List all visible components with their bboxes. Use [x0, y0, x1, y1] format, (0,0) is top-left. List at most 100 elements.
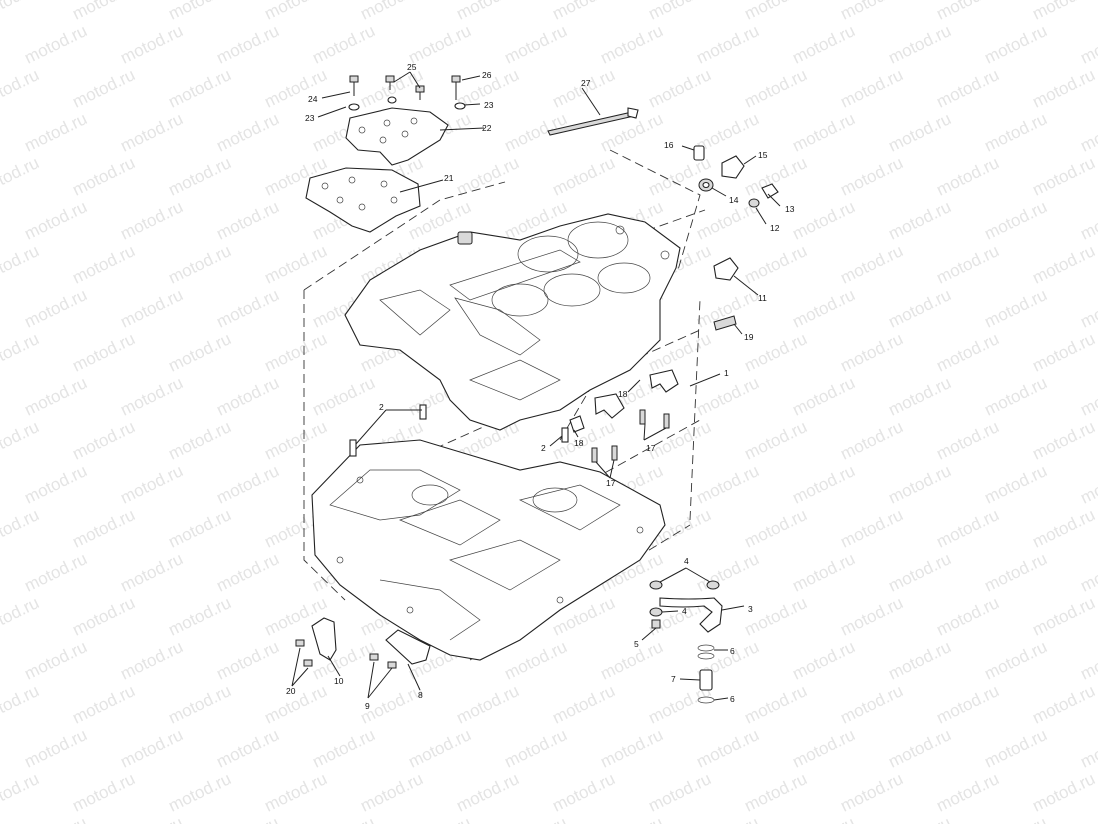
upper-crankcase — [344, 213, 681, 431]
watermark-text: motod.ru — [645, 769, 714, 815]
watermark-text: motod.ru — [21, 813, 90, 824]
watermark-text: motod.ru — [1029, 681, 1098, 727]
watermark-text: motod.ru — [885, 637, 954, 683]
watermark-text: motod.ru — [69, 505, 138, 551]
callout-7: 7 — [671, 674, 676, 684]
watermark-text: motod.ru — [885, 549, 954, 595]
watermark-text: motod.ru — [837, 417, 906, 463]
watermark-text: motod.ru — [1077, 549, 1098, 595]
callout-4-top: 4 — [684, 556, 689, 566]
watermark-text: motod.ru — [309, 725, 378, 771]
watermark-text: motod.ru — [693, 21, 762, 67]
watermark-text: motod.ru — [213, 109, 282, 155]
callout-26: 26 — [482, 70, 492, 80]
watermark-text: motod.ru — [981, 813, 1050, 824]
watermark-text: motod.ru — [213, 813, 282, 824]
watermark-text: motod.ru — [981, 373, 1050, 419]
callout-5: 5 — [634, 639, 639, 649]
watermark-text: motod.ru — [741, 241, 810, 287]
watermark-text: motod.ru — [453, 0, 522, 24]
watermark-text: motod.ru — [405, 813, 474, 824]
watermark-text: motod.ru — [1077, 197, 1098, 243]
watermark-text: motod.ru — [741, 681, 810, 727]
callout-11: 11 — [758, 293, 767, 303]
watermark-text: motod.ru — [981, 197, 1050, 243]
watermark-text: motod.ru — [69, 241, 138, 287]
watermark-text: motod.ru — [597, 725, 666, 771]
watermark-text: motod.ru — [549, 681, 618, 727]
watermark-text: motod.ru — [837, 0, 906, 24]
watermark-text: motod.ru — [1029, 153, 1098, 199]
watermark-text: motod.ru — [309, 21, 378, 67]
watermark-text: motod.ru — [0, 769, 42, 815]
watermark-text: motod.ru — [741, 65, 810, 111]
watermark-text: motod.ru — [261, 417, 330, 463]
watermark-text: motod.ru — [885, 373, 954, 419]
watermark-text: motod.ru — [933, 505, 1002, 551]
watermark-text: motod.ru — [165, 681, 234, 727]
watermark-text: motod.ru — [261, 769, 330, 815]
watermark-text: motod.ru — [885, 285, 954, 331]
watermark-text: motod.ru — [453, 681, 522, 727]
watermark-text: motod.ru — [645, 0, 714, 24]
lower-crankcase — [311, 439, 666, 661]
callout-labels: 1 2 2 3 4 4 5 6 6 7 8 9 10 11 12 13 14 1… — [286, 62, 795, 711]
watermark-text: motod.ru — [0, 505, 42, 551]
callout-3: 3 — [748, 604, 753, 614]
watermark-text: motod.ru — [261, 241, 330, 287]
watermark-text: motod.ru — [69, 329, 138, 375]
watermark-text: motod.ru — [981, 637, 1050, 683]
watermark-text: motod.ru — [1029, 65, 1098, 111]
callout-10: 10 — [334, 676, 344, 686]
callout-27: 27 — [581, 78, 591, 88]
watermark-text: motod.ru — [885, 197, 954, 243]
watermark-text: motod.ru — [213, 549, 282, 595]
callout-4-mid: 4 — [682, 606, 687, 616]
watermark-text: motod.ru — [933, 329, 1002, 375]
callout-24: 24 — [308, 94, 318, 104]
watermark-text: motod.ru — [789, 813, 858, 824]
callout-13: 13 — [785, 204, 795, 214]
bottom-brackets — [295, 617, 431, 669]
watermark-text: motod.ru — [69, 769, 138, 815]
watermark-text: motod.ru — [21, 725, 90, 771]
watermark-text: motod.ru — [549, 65, 618, 111]
watermark-text: motod.ru — [837, 681, 906, 727]
callout-17-left: 17 — [606, 478, 616, 488]
watermark-text: motod.ru — [933, 153, 1002, 199]
watermark-text: motod.ru — [69, 0, 138, 24]
watermark-text: motod.ru — [0, 681, 42, 727]
watermark-text: motod.ru — [165, 0, 234, 24]
watermark-text: motod.ru — [0, 241, 42, 287]
watermark-text: motod.ru — [693, 813, 762, 824]
watermark-text: motod.ru — [789, 725, 858, 771]
watermark-text: motod.ru — [0, 593, 42, 639]
callout-15: 15 — [758, 150, 768, 160]
callout-14: 14 — [729, 195, 739, 205]
watermark-text: motod.ru — [117, 461, 186, 507]
callout-12: 12 — [770, 223, 780, 233]
watermark-text: motod.ru — [165, 241, 234, 287]
watermark-text: motod.ru — [837, 241, 906, 287]
bearing-caps — [569, 369, 679, 463]
watermark-text: motod.ru — [1029, 0, 1098, 24]
watermark-text: motod.ru — [741, 0, 810, 24]
callout-21: 21 — [444, 173, 454, 183]
watermark-text: motod.ru — [0, 65, 42, 111]
callout-18-left: 18 — [574, 438, 584, 448]
watermark-text: motod.ru — [837, 153, 906, 199]
watermark-text: motod.ru — [261, 329, 330, 375]
callout-6-top: 6 — [730, 646, 735, 656]
watermark-text: motod.ru — [69, 65, 138, 111]
watermark-text: motod.ru — [789, 197, 858, 243]
watermark-text: motod.ru — [117, 549, 186, 595]
watermark-text: motod.ru — [789, 637, 858, 683]
callout-16: 16 — [664, 140, 674, 150]
right-side-small-parts — [693, 145, 779, 331]
watermark-text: motod.ru — [549, 0, 618, 24]
watermark-text: motod.ru — [261, 65, 330, 111]
callout-17-right: 17 — [646, 443, 656, 453]
watermark-text: motod.ru — [213, 21, 282, 67]
watermark-text: motod.ru — [165, 505, 234, 551]
watermark-text: motod.ru — [981, 21, 1050, 67]
